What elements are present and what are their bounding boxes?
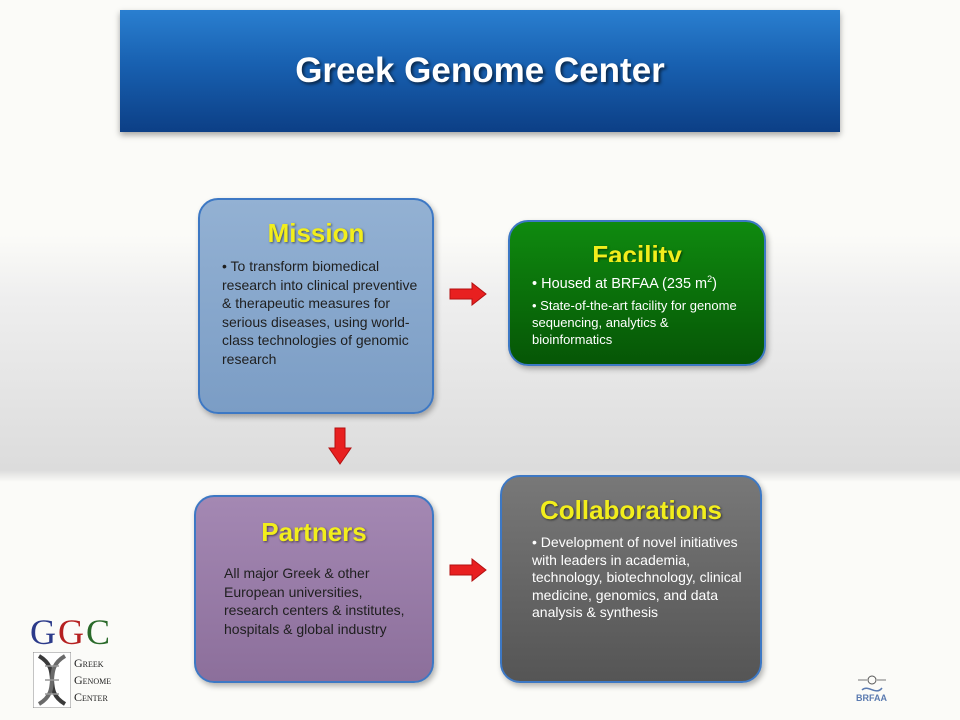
ggc-word: Greek [74, 656, 104, 670]
mission-text: • To transform biomedical research into … [222, 258, 418, 367]
ggc-logo-words: Greek Genome Center [74, 655, 111, 706]
ggc-logo-letters: GGC [30, 614, 112, 650]
page-title: Greek Genome Center [295, 51, 665, 90]
mission-heading: Mission [267, 218, 365, 248]
ggc-letter: C [86, 612, 113, 652]
partners-text: All major Greek & other European univers… [224, 565, 405, 637]
ggc-word: Genome [74, 673, 112, 687]
facility-text: • Housed at BRFAA (235 m2) • State-of-th… [532, 270, 750, 348]
title-banner: Greek Genome Center [120, 10, 840, 132]
ggc-letter: G [58, 612, 86, 652]
facility-bullet-state-of-art: • State-of-the-art facility for genome s… [532, 298, 737, 348]
facility-box: Facility • Housed at BRFAA (235 m2) • St… [508, 220, 766, 366]
partners-box: Partners All major Greek & other Europea… [194, 495, 434, 683]
brfaa-label: BRFAA [856, 693, 887, 703]
arrow-right-mission-to-facility [449, 282, 487, 306]
brfaa-logo: BRFAA [848, 672, 896, 712]
collaborations-text: • Development of novel initiatives with … [532, 534, 742, 620]
facility-bullet-housed: • Housed at BRFAA (235 m2) [532, 274, 717, 292]
mission-box: Mission • To transform biomedical resear… [198, 198, 434, 414]
facility-heading: Facility [592, 242, 682, 262]
collaborations-box: Collaborations • Development of novel in… [500, 475, 762, 683]
arrow-right-partners-to-collaborations [449, 558, 487, 582]
ggc-word: Center [74, 690, 108, 704]
brfaa-emblem-icon [858, 675, 886, 692]
partners-heading: Partners [261, 517, 367, 547]
arrow-down-mission-to-partners [328, 427, 352, 465]
ggc-letter: G [30, 612, 58, 652]
collaborations-heading: Collaborations [539, 495, 722, 525]
dna-helix-icon [33, 652, 71, 708]
ggc-logo: GGC Greek Genome Center [28, 614, 138, 710]
